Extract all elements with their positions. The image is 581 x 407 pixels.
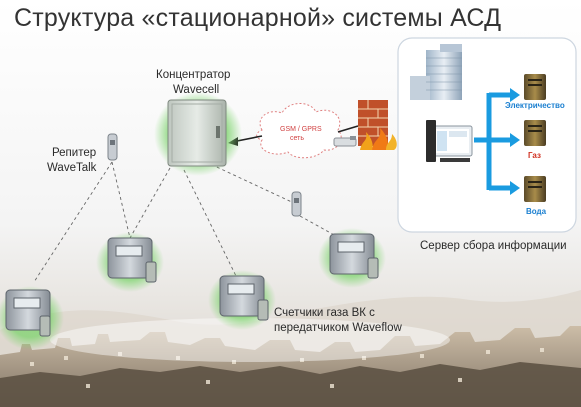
cloud-label-1: GSM / GPRS [280,126,322,133]
arrow-electricity [510,88,520,102]
repeater-icon [107,133,118,161]
office-building-icon [410,44,462,100]
concentrator-label-2: Wavecell [173,84,220,96]
radio-links [33,161,337,283]
repeater-icon-2 [291,191,302,217]
gas-server-icon [524,120,546,146]
water-label: Вода [526,207,547,216]
firewall-icon [358,100,397,150]
concentrator-icon [154,92,242,176]
water-server-icon [524,176,546,202]
repeater-label-1: Репитер [52,147,97,159]
arrow-gas [510,133,520,147]
electricity-label: Электричество [505,101,565,110]
gas-meter-3 [208,270,276,330]
gas-meter-1 [0,286,64,350]
server-caption: Сервер сбора информации [420,240,567,252]
electricity-server-icon [524,74,546,100]
meters-label-2: передатчиком Waveflow [274,322,402,334]
cloud-label-2: сеть [290,135,305,142]
gas-meter-4 [318,228,386,288]
concentrator-label-1: Концентратор [156,69,231,81]
gprs-modem-icon [333,136,357,147]
town-silhouette [0,290,581,407]
distribution-arrows [474,92,510,191]
arrow-water [510,181,520,195]
server-computer-icon [426,120,473,162]
gas-meter-2 [96,232,164,292]
meters-label-1: Счетчики газа ВК с [274,307,375,319]
gas-label: Газ [528,151,541,160]
repeater-label-2: WaveTalk [47,162,97,174]
page-title: Структура «стационарной» системы АСД [14,4,502,32]
